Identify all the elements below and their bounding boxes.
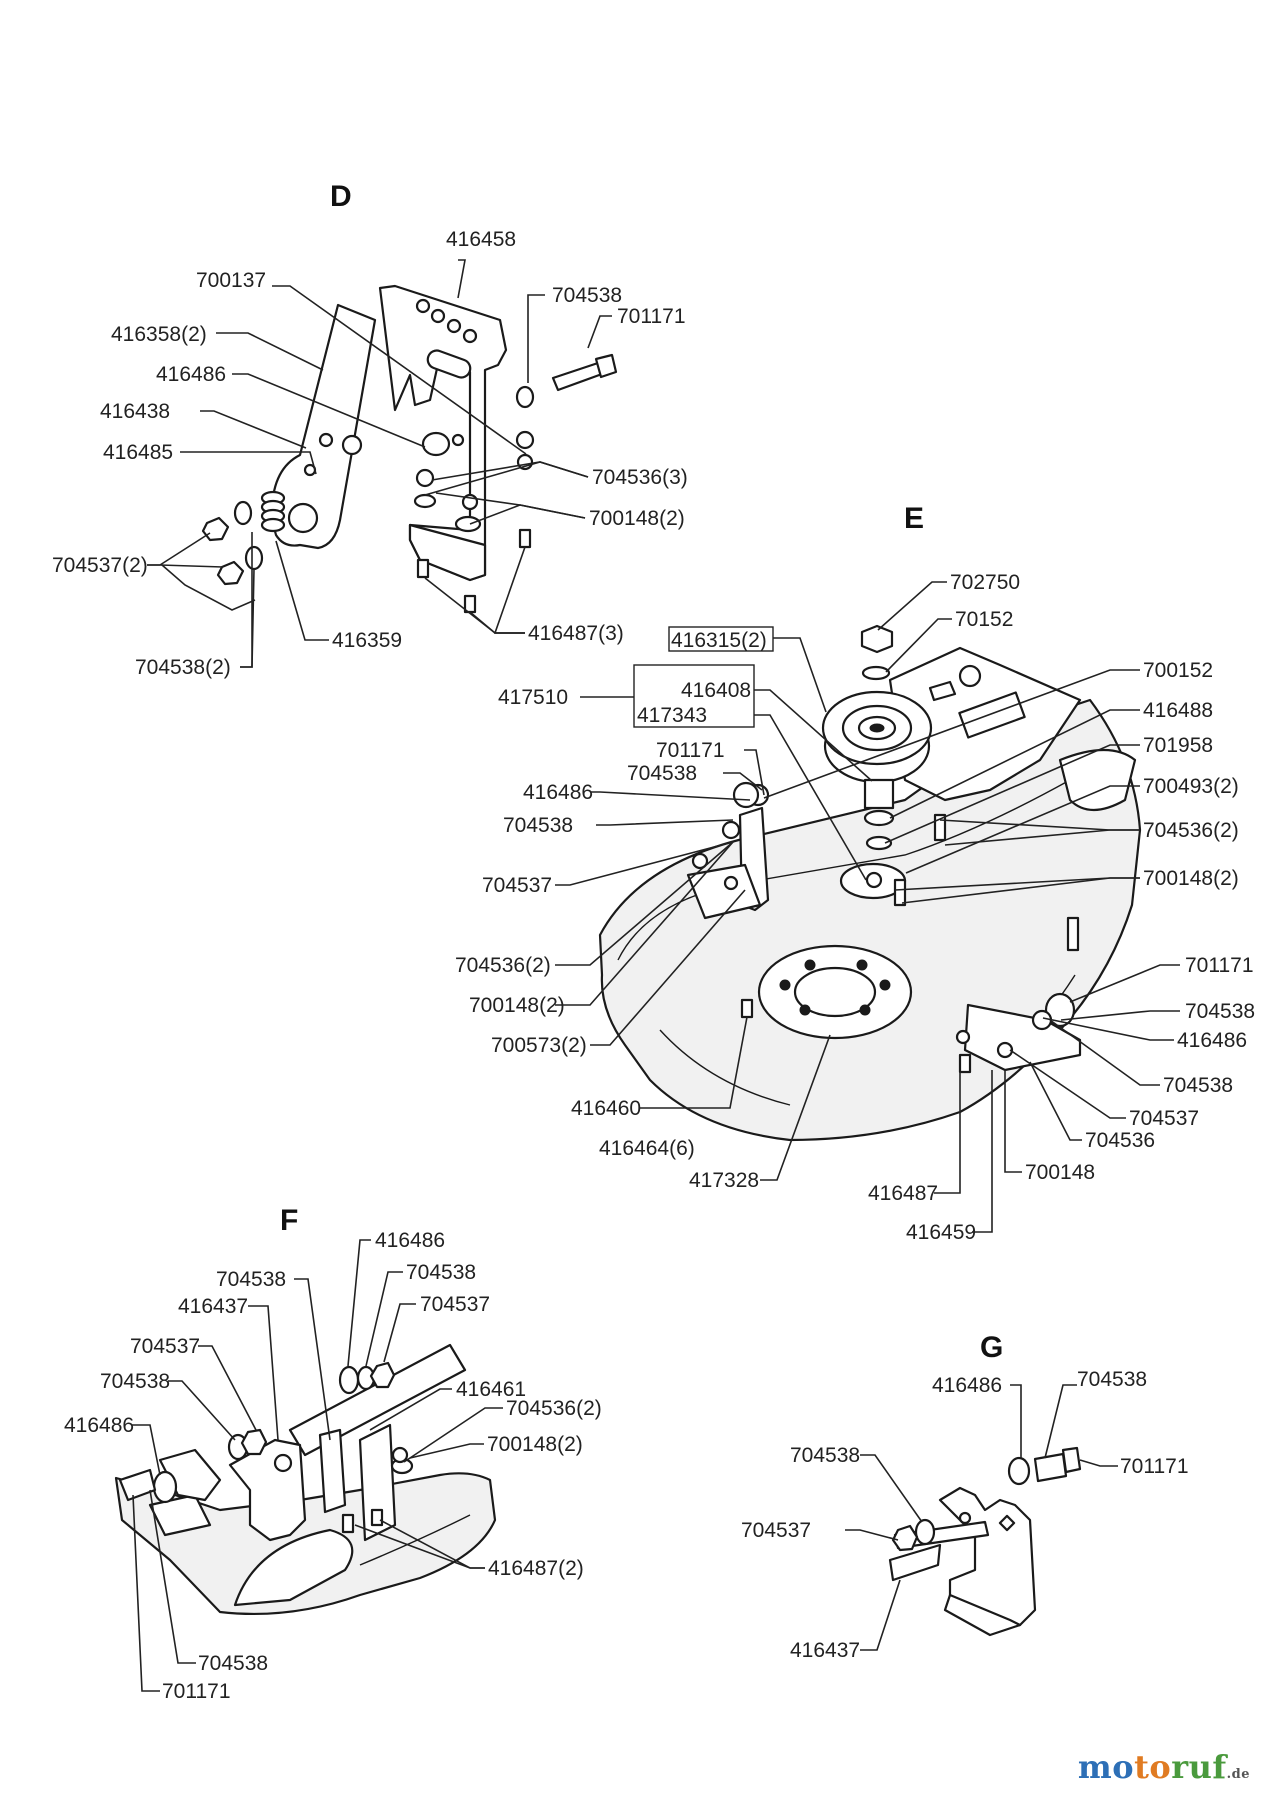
- label-e-704538-a: 704538: [627, 762, 697, 785]
- section-f-labels: 416486 704538 704538 416437 704537 70453…: [64, 1229, 602, 1703]
- label-416461: 416461: [456, 1378, 526, 1401]
- label-701171: 701171: [617, 305, 686, 328]
- label-416488: 416488: [1143, 699, 1213, 722]
- label-e-416486: 416486: [523, 781, 593, 804]
- label-702750: 702750: [950, 571, 1020, 594]
- label-f-416486-a: 416486: [375, 1229, 445, 1252]
- label-f-701171: 701171: [162, 1680, 231, 1703]
- label-416486: 416486: [156, 363, 226, 386]
- section-f-title: F: [280, 1204, 298, 1237]
- label-700148-2: 700148(2): [589, 507, 685, 530]
- label-f-416437: 416437: [178, 1295, 248, 1318]
- label-416359: 416359: [332, 629, 402, 652]
- label-416485: 416485: [103, 441, 173, 464]
- label-g-704538-b: 704538: [790, 1444, 860, 1467]
- section-d-drawing: [201, 284, 618, 614]
- section-e-leaders: [555, 581, 1180, 1233]
- watermark-part-3: ruf: [1171, 1748, 1227, 1786]
- label-704537-2: 704537(2): [52, 554, 148, 577]
- watermark-part-2: to: [1134, 1748, 1172, 1786]
- label-416459: 416459: [906, 1221, 976, 1244]
- label-g-416437: 416437: [790, 1639, 860, 1662]
- label-416460: 416460: [571, 1097, 641, 1120]
- label-416487-3: 416487(3): [528, 622, 624, 645]
- label-e-701171: 701171: [656, 739, 725, 762]
- watermark-suffix: .de: [1226, 1767, 1250, 1782]
- label-f-704538-a: 704538: [216, 1268, 286, 1291]
- section-f: F: [64, 1204, 602, 1703]
- label-e-704536-2-b: 704536(2): [455, 954, 551, 977]
- section-g-labels: 416486 704538 704538 701171 704537 41643…: [741, 1368, 1189, 1662]
- section-g-drawing: [888, 1446, 1082, 1637]
- label-e-704538-c: 704538: [1185, 1000, 1255, 1023]
- label-e-704536: 704536: [1085, 1129, 1155, 1152]
- section-g-leaders: [845, 1384, 1118, 1651]
- label-f-704537-a: 704537: [420, 1293, 490, 1316]
- label-417510: 417510: [498, 686, 568, 709]
- section-d: D: [52, 180, 688, 679]
- label-g-704537: 704537: [741, 1519, 811, 1542]
- box-417510-group: [633, 664, 755, 728]
- label-e-700148: 700148: [1025, 1161, 1095, 1184]
- label-e-704536-2-a: 704536(2): [1143, 819, 1239, 842]
- label-f-704538-c: 704538: [100, 1370, 170, 1393]
- label-416358: 416358(2): [111, 323, 207, 346]
- section-d-leaders: [147, 259, 612, 668]
- label-704538-2: 704538(2): [135, 656, 231, 679]
- label-e-704537: 704537: [482, 874, 552, 897]
- label-e-704538-b: 704538: [503, 814, 573, 837]
- label-f-704538-b: 704538: [406, 1261, 476, 1284]
- label-g-416486: 416486: [932, 1374, 1002, 1397]
- motoruf-watermark: motoruf.de: [1078, 1748, 1250, 1786]
- label-f-704538-d: 704538: [198, 1652, 268, 1675]
- label-f-704536-2: 704536(2): [506, 1397, 602, 1420]
- label-e-700148-2-b: 700148(2): [469, 994, 565, 1017]
- box-416315: [668, 626, 774, 652]
- section-g: G 416486 704538: [741, 1331, 1189, 1662]
- section-e-labels: 702750 416315(2) 70152 700152 417510 416…: [455, 571, 1255, 1244]
- spring-416359: [260, 490, 286, 533]
- label-g-701171: 701171: [1120, 1455, 1189, 1478]
- label-416438: 416438: [100, 400, 170, 423]
- label-70152: 70152: [955, 608, 1013, 631]
- label-f-416487-2: 416487(2): [488, 1557, 584, 1580]
- label-700152: 700152: [1143, 659, 1213, 682]
- section-f-leaders: [132, 1239, 503, 1692]
- label-416458: 416458: [446, 228, 516, 251]
- watermark-part-1: mo: [1077, 1748, 1135, 1786]
- section-e-drawing: [598, 624, 1142, 1142]
- label-f-700148-2: 700148(2): [487, 1433, 583, 1456]
- label-416464-6: 416464(6): [599, 1137, 695, 1160]
- label-417343: 417343: [637, 704, 707, 727]
- label-416408: 416408: [681, 679, 751, 702]
- label-f-704537-b: 704537: [130, 1335, 200, 1358]
- label-417328: 417328: [689, 1169, 759, 1192]
- label-704536-3: 704536(3): [592, 466, 688, 489]
- section-d-title: D: [330, 180, 352, 213]
- section-e: E: [455, 502, 1255, 1244]
- label-e-704537-b: 704537: [1129, 1107, 1199, 1130]
- section-d-labels: 416458 700137 704538 701171 416358(2) 41…: [52, 228, 688, 679]
- label-701958: 701958: [1143, 734, 1213, 757]
- label-e-701171-b: 701171: [1185, 954, 1254, 977]
- label-e-416487: 416487: [868, 1182, 938, 1205]
- section-e-title: E: [904, 502, 924, 535]
- label-g-704538-a: 704538: [1077, 1368, 1147, 1391]
- label-704538: 704538: [552, 284, 622, 307]
- label-e-704538-d: 704538: [1163, 1074, 1233, 1097]
- label-700493-2: 700493(2): [1143, 775, 1239, 798]
- section-f-drawing: [114, 1343, 497, 1616]
- label-700137: 700137: [196, 269, 266, 292]
- label-700573-2: 700573(2): [491, 1034, 587, 1057]
- label-e-700148-2-a: 700148(2): [1143, 867, 1239, 890]
- section-g-title: G: [980, 1331, 1003, 1364]
- label-f-416486-b: 416486: [64, 1414, 134, 1437]
- label-416315-2: 416315(2): [671, 629, 767, 652]
- label-e-416486-b: 416486: [1177, 1029, 1247, 1052]
